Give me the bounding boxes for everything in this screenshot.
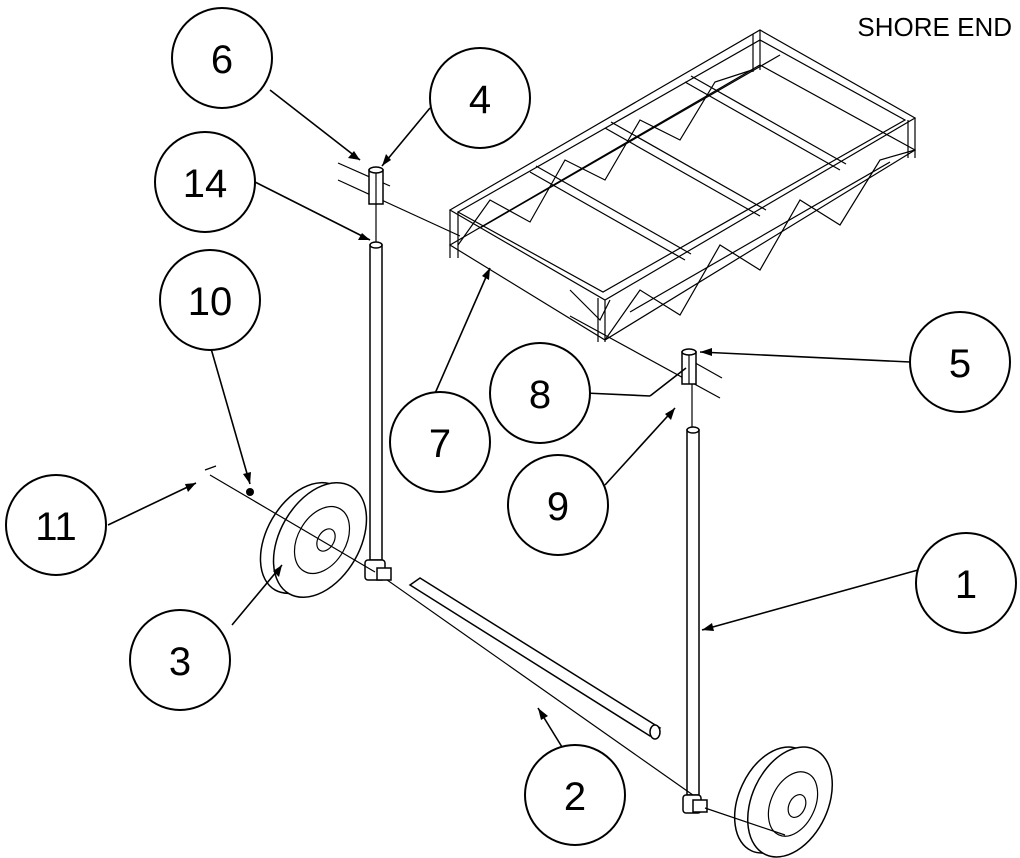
callout-10: 10 — [159, 249, 261, 351]
callout-7-label: 7 — [429, 422, 451, 466]
elbow-fitting-right — [682, 794, 708, 814]
callout-8-label: 8 — [529, 373, 551, 417]
axis-line-lower — [569, 315, 721, 399]
callout-4-label: 4 — [469, 78, 491, 122]
wheel-part-3-left — [259, 481, 368, 599]
callout-6: 6 — [171, 7, 273, 109]
washer-part-10 — [246, 488, 254, 496]
elbow-fitting-left — [364, 559, 392, 581]
callout-11-label: 11 — [35, 505, 77, 549]
callout-7: 7 — [389, 391, 491, 493]
post-part-14 — [369, 204, 383, 561]
axle-stub-right — [704, 807, 786, 836]
callout-1: 1 — [915, 532, 1017, 634]
bracket-part-4 — [368, 166, 384, 205]
callout-9-label: 9 — [547, 485, 569, 529]
platform-frame — [448, 29, 917, 342]
callout-5-label: 5 — [949, 342, 971, 386]
pin-part-11 — [204, 465, 217, 471]
leader-lines — [107, 89, 919, 761]
post-part-1 — [686, 384, 700, 796]
axle-stub-left — [209, 474, 376, 573]
axle-part-2 — [379, 574, 701, 801]
shore-end-label: SHORE END — [857, 12, 1012, 42]
callout-1-label: 1 — [955, 563, 977, 607]
callout-2-label: 2 — [564, 775, 586, 819]
callout-3-label: 3 — [169, 640, 191, 684]
wheel-right — [733, 746, 834, 858]
bracket-part-5 — [681, 348, 697, 385]
callout-4: 4 — [429, 47, 531, 149]
callout-14-label: 14 — [183, 162, 228, 206]
callout-14: 14 — [154, 131, 256, 233]
callout-8: 8 — [489, 342, 591, 444]
axis-line-upper — [337, 179, 461, 237]
callout-11: 11 — [5, 474, 107, 576]
callout-2: 2 — [524, 744, 626, 846]
callout-5: 5 — [909, 311, 1011, 413]
callout-9: 9 — [507, 454, 609, 556]
callout-6-label: 6 — [211, 38, 233, 82]
callout-10-label: 10 — [188, 280, 233, 324]
callout-3: 3 — [129, 609, 231, 711]
